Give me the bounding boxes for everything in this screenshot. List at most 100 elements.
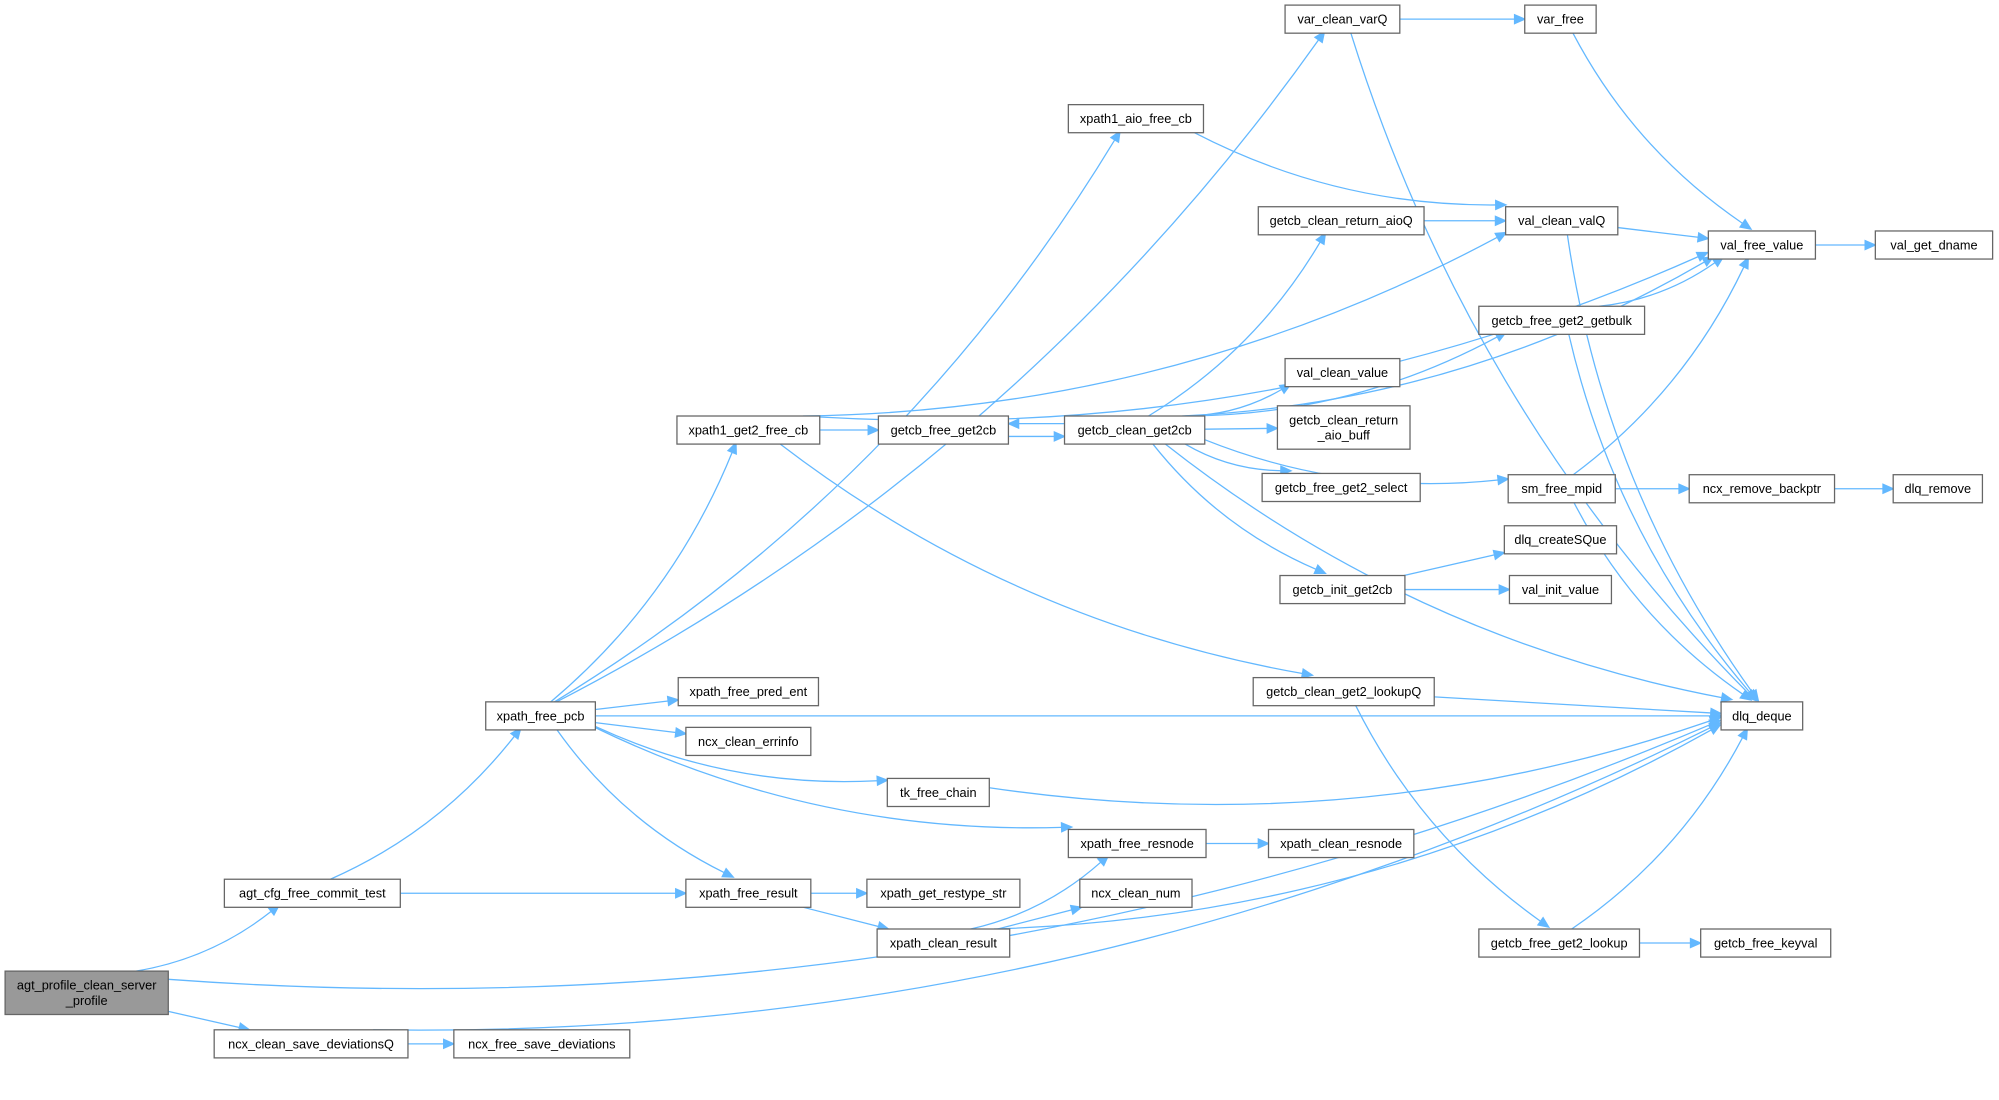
function-node[interactable]: var_free (1524, 4, 1597, 34)
node-box (1079, 878, 1193, 908)
node-box (876, 928, 1011, 958)
node-label: val_clean_valQ (1518, 213, 1605, 228)
node-label: xpath_free_resnode (1081, 836, 1194, 851)
function-node[interactable]: val_get_dname (1874, 230, 1994, 260)
function-node[interactable]: getcb_clean_return_aioQ (1257, 206, 1425, 236)
function-node[interactable]: getcb_init_get2cb (1279, 574, 1406, 605)
arrowhead-icon (876, 775, 890, 787)
function-node[interactable]: getcb_clean_get2cb (1063, 415, 1206, 445)
node-label: xpath1_aio_free_cb (1080, 111, 1192, 126)
arrowhead-icon (1498, 584, 1512, 596)
function-node[interactable]: val_clean_valQ (1504, 206, 1619, 236)
function-node[interactable]: xpath_clean_resnode (1267, 828, 1415, 859)
call-edge (595, 700, 669, 711)
call-edge (554, 139, 1116, 703)
function-node[interactable]: xpath_clean_result (876, 928, 1011, 958)
function-node[interactable]: xpath1_aio_free_cb (1067, 104, 1205, 134)
arrowhead-icon (1739, 689, 1753, 701)
arrowhead-icon (726, 441, 737, 455)
call-edge (1598, 262, 1716, 307)
call-edge (1572, 32, 1743, 224)
node-box (485, 701, 597, 731)
function-node[interactable]: dlq_remove (1892, 474, 1984, 504)
arrowhead-icon (1266, 422, 1280, 434)
arrowhead-icon (1494, 215, 1508, 227)
node-box (1503, 525, 1618, 555)
function-node[interactable]: ncx_clean_errinfo (685, 726, 812, 757)
root-function-node[interactable]: agt_profile_clean_server_profile (4, 970, 169, 1016)
node-label: ncx_clean_num (1091, 886, 1180, 901)
arrowhead-icon (1696, 231, 1710, 243)
arrowhead-icon (1738, 256, 1749, 270)
function-node[interactable]: dlq_createSQue (1503, 525, 1618, 555)
function-node[interactable]: val_clean_value (1284, 357, 1401, 388)
call-edge (1434, 696, 1711, 714)
call-edge (1152, 443, 1317, 570)
call-edge (989, 720, 1712, 806)
node-box (1478, 305, 1646, 335)
function-node[interactable]: getcb_free_get2_getbulk (1478, 305, 1646, 335)
call-edge (819, 256, 1699, 421)
call-edge (595, 721, 676, 734)
function-node[interactable]: xpath_free_pcb (485, 701, 597, 731)
call-edge (1148, 241, 1321, 417)
function-node[interactable]: val_init_value (1508, 574, 1613, 605)
node-box (677, 676, 820, 707)
function-node[interactable]: tk_free_chain (886, 777, 990, 808)
arrowhead-icon (1315, 231, 1327, 246)
function-node[interactable]: ncx_remove_backptr (1688, 474, 1836, 504)
function-node[interactable]: xpath_free_result (685, 878, 812, 908)
function-node[interactable]: var_clean_varQ (1284, 4, 1401, 34)
function-node[interactable]: getcb_free_get2cb (877, 415, 1010, 445)
node-box (213, 1029, 409, 1059)
node-box (1720, 701, 1804, 731)
node-label: _profile (65, 993, 108, 1008)
arrowhead-icon (1720, 692, 1734, 703)
node-box (1707, 230, 1817, 260)
function-node[interactable]: getcb_free_get2_lookup (1478, 928, 1641, 958)
arrowhead-icon (675, 887, 688, 899)
node-label: getcb_free_get2_getbulk (1492, 313, 1633, 328)
function-node[interactable]: xpath1_get2_free_cb (676, 415, 821, 445)
node-label: tk_free_chain (900, 785, 977, 800)
node-label: getcb_free_get2_select (1275, 480, 1408, 495)
arrowhead-icon (1494, 231, 1508, 243)
node-box (1874, 230, 1994, 260)
node-box (685, 878, 812, 908)
function-node[interactable]: ncx_clean_save_deviationsQ (213, 1029, 409, 1059)
function-node[interactable]: getcb_clean_return_aio_buff (1276, 405, 1411, 450)
node-box (877, 415, 1010, 445)
function-node[interactable]: xpath_free_pred_ent (677, 676, 820, 707)
call-edge (1204, 427, 1268, 430)
arrowhead-icon (1882, 483, 1895, 495)
function-node[interactable]: ncx_clean_num (1079, 878, 1193, 908)
call-edge (1572, 266, 1745, 476)
call-edge (1568, 334, 1751, 694)
function-node[interactable]: agt_cfg_free_commit_test (223, 878, 401, 908)
function-node[interactable]: ncx_free_save_deviations (453, 1029, 631, 1059)
function-node[interactable]: sm_free_mpid (1507, 474, 1616, 504)
function-node[interactable]: getcb_clean_get2_lookupQ (1252, 676, 1435, 707)
node-label: val_clean_value (1297, 365, 1388, 380)
function-node[interactable]: getcb_free_keyval (1700, 928, 1832, 958)
node-box (1688, 474, 1836, 504)
arrowhead-icon (1495, 199, 1508, 211)
node-box (1279, 574, 1406, 605)
function-node[interactable]: xpath_free_resnode (1067, 828, 1207, 859)
function-node[interactable]: dlq_deque (1720, 701, 1804, 731)
function-node[interactable]: val_free_value (1707, 230, 1817, 260)
call-edge (1194, 132, 1496, 206)
arrowhead-icon (1513, 13, 1527, 25)
node-label: ncx_clean_save_deviationsQ (228, 1036, 394, 1051)
function-node[interactable]: xpath_get_restype_str (866, 878, 1021, 908)
node-box (1508, 574, 1613, 605)
node-box (4, 970, 169, 1016)
node-label: agt_profile_clean_server (17, 978, 157, 993)
node-box (1284, 357, 1401, 388)
call-edge (1165, 443, 1722, 699)
node-label: getcb_free_keyval (1714, 936, 1817, 951)
node-box (1063, 415, 1206, 445)
call-edge (1571, 737, 1744, 930)
function-node[interactable]: getcb_free_get2_select (1261, 472, 1421, 503)
arrowhead-icon (1496, 474, 1510, 486)
